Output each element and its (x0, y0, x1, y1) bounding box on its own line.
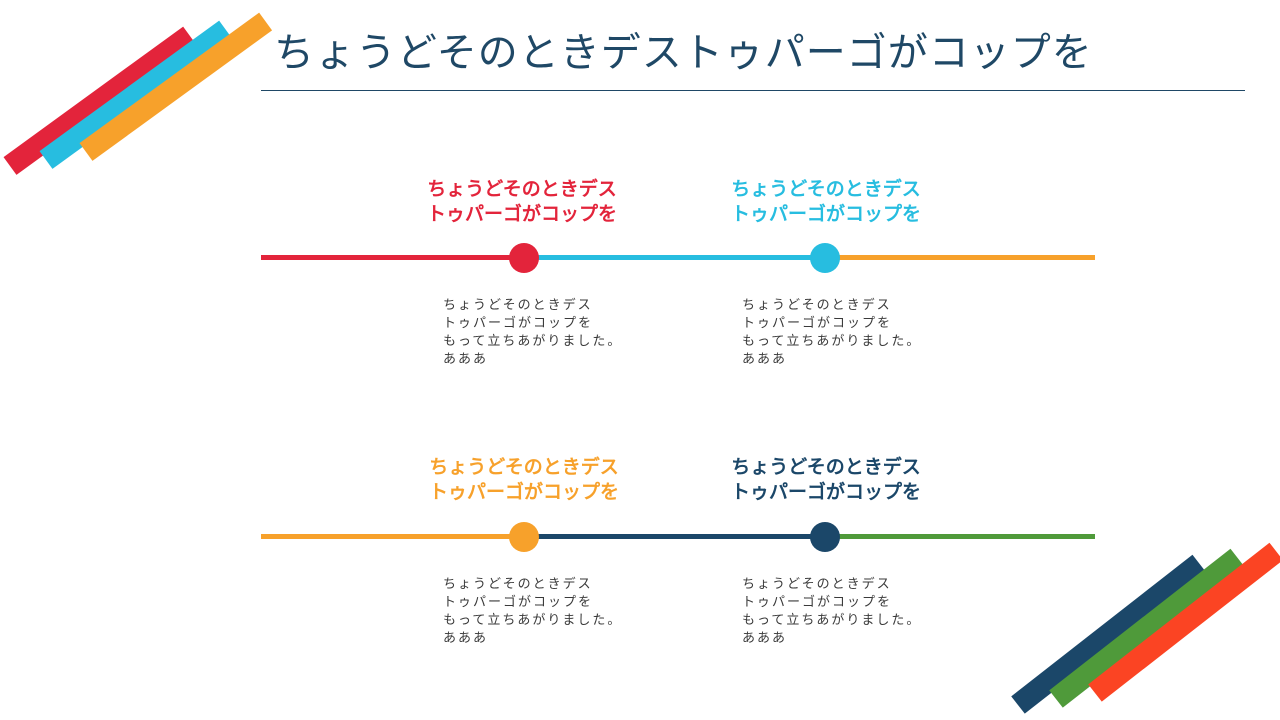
milestone-4-desc-line-3: もって立ちあがりました。 (742, 613, 922, 628)
milestone-4-description: ちょうどそのときデス トゥパーゴがコップを もって立ちあがりました。 あああ (742, 576, 942, 648)
timeline-1-node-red (509, 243, 539, 273)
timeline-1-segment-cyan (524, 255, 825, 260)
milestone-1-desc-line-4: あああ (443, 352, 489, 367)
timeline-2-segment-orange (261, 534, 524, 539)
milestone-3-desc-line-2: トゥパーゴがコップを (443, 595, 594, 610)
milestone-1-heading-line-2: トゥパーゴがコップを (426, 203, 617, 225)
milestone-1-heading: ちょうどそのときデス トゥパーゴがコップを (407, 177, 637, 227)
timeline-1-segment-orange (825, 255, 1095, 260)
timeline-1-segment-red (261, 255, 524, 260)
slide-title: ちょうどそのときデストゥパーゴがコップを (274, 30, 1093, 76)
milestone-2-heading-line-1: ちょうどそのときデス (731, 178, 921, 200)
milestone-2-desc-line-1: ちょうどそのときデス (742, 298, 892, 313)
milestone-1-heading-line-1: ちょうどそのときデス (427, 178, 617, 200)
decor-stripe-cyan (39, 20, 233, 169)
milestone-2-heading-line-2: トゥパーゴがコップを (730, 203, 921, 225)
milestone-2-desc-line-3: もって立ちあがりました。 (742, 334, 922, 349)
milestone-3-description: ちょうどそのときデス トゥパーゴがコップを もって立ちあがりました。 あああ (443, 576, 643, 648)
milestone-3-heading: ちょうどそのときデス トゥパーゴがコップを (409, 455, 639, 505)
timeline-2-node-orange (509, 522, 539, 552)
milestone-3-desc-line-4: あああ (443, 631, 489, 646)
decor-stripe-green (1049, 548, 1245, 708)
milestone-3-desc-line-1: ちょうどそのときデス (443, 577, 593, 592)
milestone-4-desc-line-1: ちょうどそのときデス (742, 577, 892, 592)
milestone-2-desc-line-2: トゥパーゴがコップを (742, 316, 893, 331)
milestone-3-heading-line-2: トゥパーゴがコップを (428, 481, 619, 503)
timeline-2-segment-green (825, 534, 1095, 539)
milestone-3-desc-line-3: もって立ちあがりました。 (443, 613, 623, 628)
milestone-1-desc-line-1: ちょうどそのときデス (443, 298, 593, 313)
timeline-2-segment-navy (524, 534, 825, 539)
milestone-4-heading-line-1: ちょうどそのときデス (731, 456, 921, 478)
milestone-2-heading: ちょうどそのときデス トゥパーゴがコップを (711, 177, 941, 227)
timeline-2-node-navy (810, 522, 840, 552)
milestone-4-desc-line-2: トゥパーゴがコップを (742, 595, 893, 610)
title-divider (261, 90, 1245, 91)
milestone-3-heading-line-1: ちょうどそのときデス (429, 456, 619, 478)
milestone-1-desc-line-2: トゥパーゴがコップを (443, 316, 594, 331)
milestone-1-desc-line-3: もって立ちあがりました。 (443, 334, 623, 349)
milestone-1-description: ちょうどそのときデス トゥパーゴがコップを もって立ちあがりました。 あああ (443, 297, 643, 369)
timeline-1-node-cyan (810, 243, 840, 273)
milestone-4-desc-line-4: あああ (742, 631, 788, 646)
milestone-4-heading-line-2: トゥパーゴがコップを (730, 481, 921, 503)
milestone-2-description: ちょうどそのときデス トゥパーゴがコップを もって立ちあがりました。 あああ (742, 297, 942, 369)
milestone-2-desc-line-4: あああ (742, 352, 788, 367)
milestone-4-heading: ちょうどそのときデス トゥパーゴがコップを (711, 455, 941, 505)
